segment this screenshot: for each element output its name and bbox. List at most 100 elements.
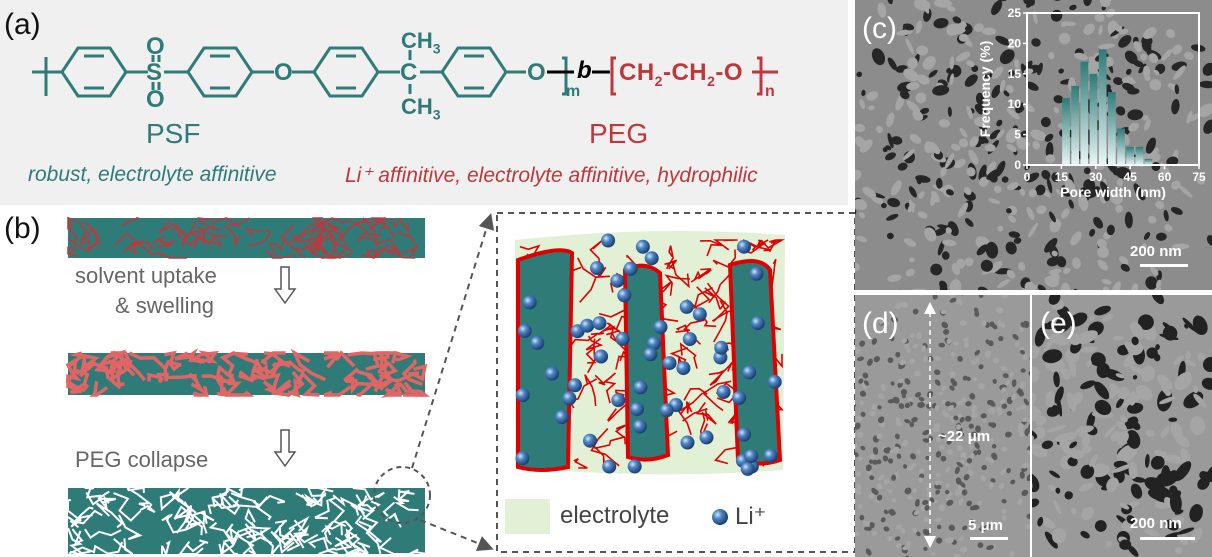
li-ion — [590, 261, 604, 276]
peg-chain — [230, 492, 269, 510]
psf-pillar-1 — [516, 248, 575, 472]
x-tick-label: 15 — [1055, 170, 1069, 184]
peg-chain — [585, 338, 597, 364]
x-tick-label: 60 — [1158, 170, 1172, 184]
peg-chain — [382, 501, 395, 517]
peg-chain — [266, 250, 296, 259]
peg-chain — [587, 345, 596, 374]
scale-bar-e — [1140, 537, 1195, 540]
histogram-bar — [1144, 158, 1153, 165]
peg-chain — [239, 526, 272, 534]
x-axis-label: Pore width (nm) — [1060, 184, 1166, 200]
li-ion — [580, 318, 595, 333]
subscript-n: n — [765, 83, 775, 100]
psf-description: robust, electrolyte affinitive — [28, 163, 277, 186]
scale-bar-c — [1140, 264, 1188, 267]
block-label: b — [577, 57, 592, 84]
peg-chain — [89, 380, 109, 397]
peg-chain — [410, 389, 430, 397]
x-tick-label: 75 — [1192, 170, 1206, 184]
peg-chain — [756, 239, 771, 252]
peg-chain — [711, 310, 729, 343]
legend-electrolyte-swatch — [505, 499, 550, 534]
peg-chain — [375, 238, 401, 255]
li-ion — [594, 349, 609, 364]
peg-chain — [288, 515, 310, 532]
peg-chain — [217, 378, 236, 396]
li-ion — [676, 361, 691, 376]
step-swelling: & swelling — [115, 293, 215, 318]
peg-chain — [760, 239, 785, 250]
peg-chain — [690, 268, 712, 283]
peg-chain — [320, 239, 338, 259]
peg-chain — [334, 533, 357, 549]
peg-chain — [347, 351, 381, 371]
peg-chain — [168, 487, 184, 503]
li-ion — [714, 340, 729, 355]
sem-image-magnified — [1032, 295, 1212, 557]
li-ion — [682, 332, 697, 347]
li-ion — [644, 251, 659, 266]
peg-chain — [679, 342, 698, 369]
li-ion — [659, 403, 674, 418]
li-ion — [610, 273, 625, 288]
y-tick-label: 25 — [1008, 6, 1022, 20]
peg-chain — [379, 358, 390, 373]
peg-chain — [101, 349, 127, 375]
peg-chain — [369, 217, 386, 231]
membrane-schematic — [65, 212, 856, 557]
peg-chain — [596, 266, 611, 279]
peg-chain — [270, 360, 306, 377]
peg-chain — [118, 514, 143, 541]
peg-chain — [70, 514, 93, 528]
li-ion — [630, 402, 644, 417]
peg-chain — [298, 370, 320, 397]
li-ion — [740, 461, 755, 476]
peg-chain — [113, 492, 142, 522]
peg-chain — [290, 348, 327, 382]
peg-chain — [327, 223, 348, 248]
peg-chain — [290, 226, 333, 251]
peg-chain — [370, 246, 391, 258]
peg-chain — [178, 541, 204, 555]
peg-chain — [71, 528, 84, 545]
peg-chain — [355, 494, 375, 521]
down-arrow-2 — [273, 429, 297, 468]
histogram-bar — [1062, 98, 1070, 165]
peg-chain — [126, 487, 153, 507]
peg-chain — [281, 527, 301, 552]
peg-chain — [67, 527, 84, 555]
peg-chain — [288, 221, 326, 244]
peg-chain — [278, 525, 295, 549]
peg-chain — [221, 386, 255, 397]
subscript-m: m — [566, 83, 581, 100]
peg-chain — [397, 489, 410, 503]
end-oxygen: O — [527, 59, 546, 86]
peg-description: Li⁺ affinitive, electrolyte affinitive, … — [345, 164, 758, 187]
peg-chain — [79, 224, 91, 242]
li-ion — [653, 320, 668, 334]
peg-chain — [197, 217, 213, 233]
psf-pillar-2 — [622, 263, 671, 462]
thickness-label: ~22 μm — [938, 428, 991, 445]
psf-label: PSF — [146, 118, 201, 149]
peg-chain — [95, 502, 124, 529]
peg-chain — [712, 239, 738, 251]
scale-label-e: 200 nm — [1130, 515, 1182, 532]
peg-chain — [614, 424, 626, 445]
peg-label: PEG — [589, 118, 649, 149]
peg-chain — [296, 524, 310, 549]
li-ion — [633, 380, 648, 395]
histogram-bar — [1089, 73, 1098, 165]
peg-chain — [192, 385, 209, 397]
li-ion — [522, 295, 537, 310]
methyl-top: CH3 — [401, 28, 441, 57]
peg-chain — [191, 510, 208, 526]
li-ions — [515, 233, 782, 476]
li-ion — [767, 374, 782, 389]
peg-chain — [171, 225, 187, 248]
step-solvent-uptake: solvent uptake — [75, 263, 217, 288]
peg-chain — [600, 322, 621, 336]
peg-chain — [246, 532, 280, 557]
peg-chain — [401, 359, 423, 387]
